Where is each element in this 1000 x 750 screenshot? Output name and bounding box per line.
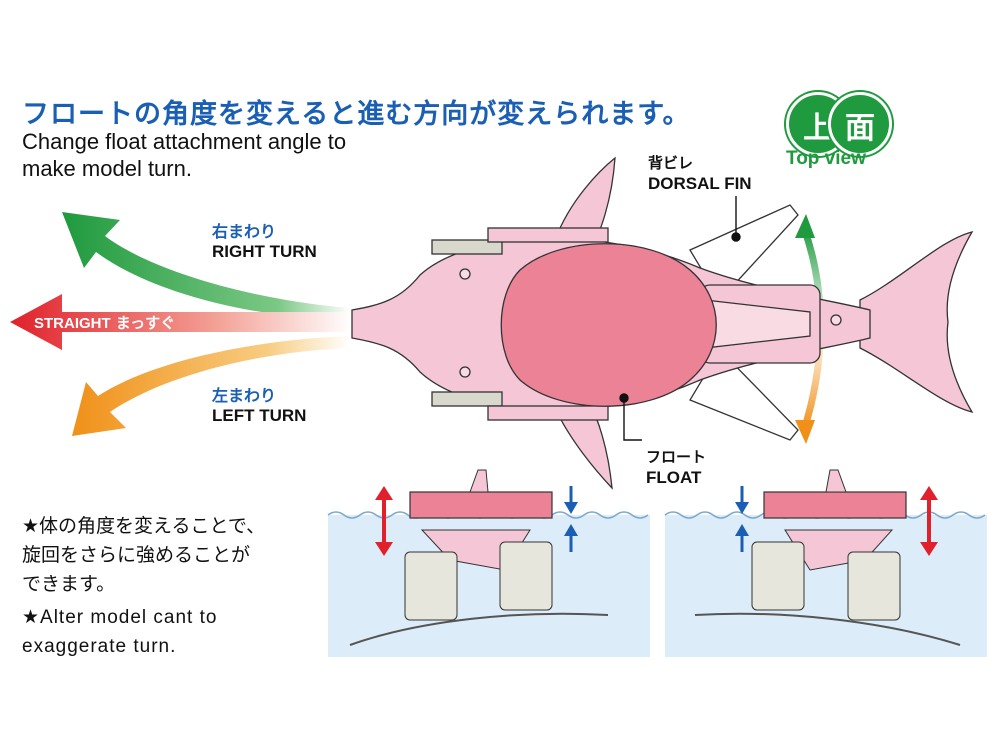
badge-circle-2: 面 <box>828 92 892 156</box>
callout-lines <box>619 196 741 441</box>
straight-arrow <box>10 294 352 350</box>
note-jp-line3: できます。 <box>22 573 116 595</box>
straight-label-en: STRAIGHT <box>34 315 111 332</box>
straight-label: STRAIGHT まっすぐ <box>34 312 175 333</box>
top-view-badge: 上 面 Top view <box>780 92 892 182</box>
left-turn-label-jp: 左まわり <box>212 386 277 405</box>
straight-label-jp: まっすぐ <box>115 314 176 332</box>
badge-char-2: 面 <box>845 111 875 146</box>
note-en-line1: ★Alter model cant to <box>22 607 218 628</box>
dolphin-top-view <box>351 156 974 490</box>
note-en: ★Alter model cant to exaggerate turn. <box>22 603 217 661</box>
right-turn-label-jp: 右まわり <box>212 222 277 241</box>
title-en-line2: make model turn. <box>22 156 192 181</box>
note-jp-line2: 旋回をさらに強めることが <box>22 544 251 566</box>
side-view-left <box>327 469 650 657</box>
side-view-right <box>664 469 987 657</box>
dorsal-fin-label-en: DORSAL FIN <box>648 174 752 193</box>
left-turn-arrow <box>72 336 350 436</box>
note-en-line2: exaggerate turn. <box>22 636 177 657</box>
float-label-jp: フロート <box>646 448 707 466</box>
right-turn-label-en: RIGHT TURN <box>212 242 317 261</box>
left-turn-label-en: LEFT TURN <box>212 406 307 425</box>
note-jp: ★体の角度を変えることで、 旋回をさらに強めることが できます。 <box>22 512 265 599</box>
page-title-en: Change float attachment angle to make mo… <box>22 128 346 182</box>
note-jp-line1: ★体の角度を変えることで、 <box>22 515 266 537</box>
title-en-line1: Change float attachment angle to <box>22 129 347 154</box>
badge-label: Top view <box>786 148 866 169</box>
float-label-en: FLOAT <box>646 468 702 487</box>
page-title-jp: フロートの角度を変えると進む方向が変えられます。 <box>22 99 691 130</box>
right-turn-arrow <box>62 212 350 320</box>
float-top-view <box>500 243 717 407</box>
dorsal-fin-label-jp: 背ビレ <box>648 154 694 172</box>
